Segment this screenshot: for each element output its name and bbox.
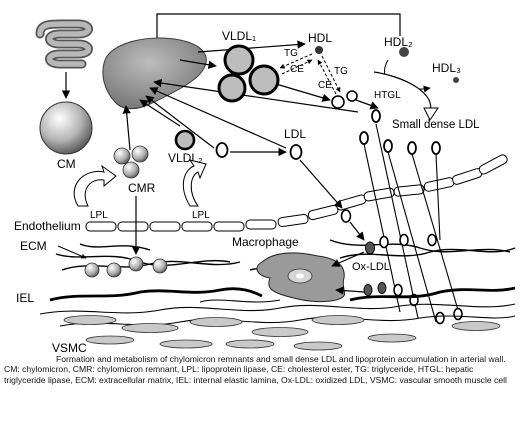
htgl-label: HTGL bbox=[374, 90, 401, 101]
lpl-left-hollow-arrow bbox=[73, 164, 117, 207]
lpl-right-hollow-arrow bbox=[182, 159, 207, 207]
liver-icon bbox=[102, 37, 207, 110]
tg-right-label: TG bbox=[334, 66, 348, 77]
macrophage-nucleus-highlight bbox=[296, 273, 304, 279]
macrophage-label: Macrophage bbox=[232, 235, 299, 249]
ldl-to-oxldl-arrow bbox=[349, 221, 365, 241]
ldl-to-wall-arrow bbox=[299, 159, 343, 209]
hdl3-particle bbox=[453, 77, 459, 83]
endothelium-label: Endothelium bbox=[14, 219, 81, 233]
hdl2-return-path bbox=[152, 13, 401, 47]
tg-left-label: TG bbox=[284, 48, 298, 59]
ldl-to-liver-arrow bbox=[149, 87, 287, 149]
cm-label: CM bbox=[57, 157, 76, 171]
liver-to-hdl-arrow bbox=[197, 40, 306, 53]
hdl-particle bbox=[315, 46, 323, 54]
hdl-label: HDL bbox=[308, 31, 332, 45]
hdl2-particle bbox=[399, 47, 409, 57]
figure-caption: Formation and metabolism of chylomicron … bbox=[4, 354, 516, 385]
ecm-pointer bbox=[57, 245, 87, 259]
cmr-to-liver-arrow bbox=[122, 105, 131, 151]
caption-title: Formation and metabolism of chylomicron … bbox=[56, 354, 506, 364]
caption-abbreviations: CM: chylomicron, CMR: chylomicron remnan… bbox=[4, 364, 507, 385]
hdl3-label: HDL₃ bbox=[432, 61, 461, 75]
cm-particle bbox=[39, 101, 93, 155]
ce-left-label: CE bbox=[290, 64, 304, 75]
htgl-hollow-arrowhead bbox=[423, 107, 439, 121]
htgl-hollow-arrow bbox=[373, 71, 432, 113]
iel-label: IEL bbox=[16, 291, 34, 305]
vldl2-particle bbox=[174, 129, 196, 151]
cmr-particles bbox=[113, 145, 149, 179]
vldl1-label: VLDL₁ bbox=[222, 29, 256, 43]
hdl2-label: HDL₂ bbox=[384, 35, 413, 49]
ox-ldl-particles bbox=[363, 241, 387, 296]
liver-to-vldl1-arrow bbox=[179, 59, 217, 69]
ce-right-label: CE bbox=[318, 80, 332, 91]
endothelium-layer bbox=[85, 154, 508, 232]
small-dense-ldl-label: Small dense LDL bbox=[392, 119, 480, 131]
lipoprotein-diagram: CM VLDL₁ HDL TG CE TG CE HDL₂ HDL₃ HTGL … bbox=[14, 13, 516, 354]
iel-layer bbox=[49, 286, 516, 302]
ldl-particle bbox=[289, 144, 303, 160]
oxldl2-to-macrophage-arrow bbox=[335, 286, 365, 295]
ldl-label: LDL bbox=[284, 127, 306, 141]
ecm-cmr-particles bbox=[84, 256, 168, 278]
vldl1-particles bbox=[217, 44, 280, 103]
idl-to-liver-arrow bbox=[145, 95, 215, 149]
idl-particle bbox=[215, 142, 229, 158]
cetp-exchange-arrows bbox=[279, 53, 341, 95]
oxldl-to-macrophage-arrow bbox=[331, 251, 365, 267]
to-htgl-arrow bbox=[355, 99, 379, 110]
vsmc-label: VSMC bbox=[52, 341, 87, 354]
sdldl-to-liver-arrow bbox=[153, 78, 359, 113]
vldl2-to-liver-arrow bbox=[139, 99, 181, 127]
lpl-left-label: LPL bbox=[90, 210, 108, 221]
vsmc-cells bbox=[63, 315, 501, 351]
cmr-label: CMR bbox=[128, 181, 156, 195]
tg-rich-ldl-particle bbox=[331, 95, 345, 109]
tg-rich-ldl-particle-2 bbox=[346, 90, 358, 102]
ox-ldl-label: Ox-LDL bbox=[352, 261, 390, 273]
ecm-label: ECM bbox=[20, 239, 47, 253]
vldl1-to-remnant-arrow bbox=[275, 83, 331, 102]
lpl-right-label: LPL bbox=[192, 210, 210, 221]
intestine-icon bbox=[35, 19, 93, 69]
wall-ldl-particle bbox=[340, 209, 352, 223]
